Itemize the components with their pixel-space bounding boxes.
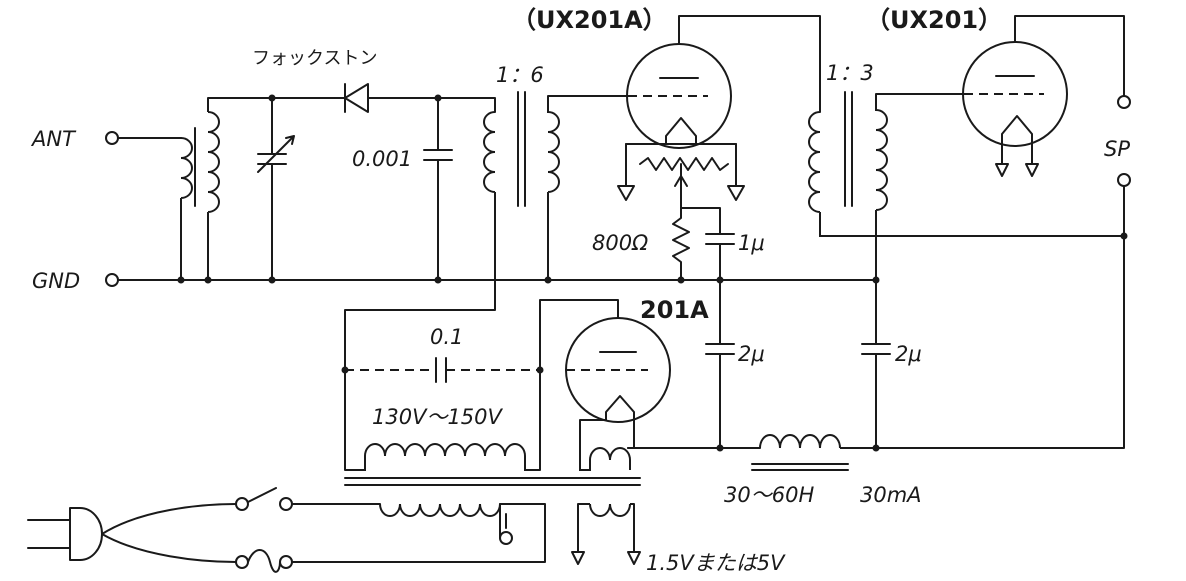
capacitor-01-label: 0.1 [430,325,463,349]
ground-terminal[interactable] [105,273,119,287]
power-switch[interactable] [235,487,293,511]
antenna-terminal[interactable] [105,131,119,145]
rectifier-tube-label: 201A [640,296,709,324]
capacitor-2u-a-label: 2μ [738,342,765,366]
tube1-type-label: （UX201A） [512,6,667,34]
capacitor-0001 [423,97,453,281]
ac-plug [27,503,237,563]
capacitor-1u-label: 1μ [738,231,765,255]
choke-inductance-label: 30〜60H [724,483,814,507]
capacitor-2u-a [705,279,735,449]
capacitor-01 [345,357,540,383]
tube-ux201a [626,15,821,149]
ground-label: GND [32,269,80,293]
capacitor-2u-b-label: 2μ [895,342,922,366]
fuse [235,549,293,573]
transformer-1-6 [483,91,560,280]
tube2-type-label: （UX201） [866,6,1002,34]
primary-tap-terminal[interactable] [499,531,513,545]
ground-bus [105,273,877,287]
transformer2-ratio-label: 1：3 [826,61,874,85]
speaker-terminal-bottom[interactable] [1117,173,1131,187]
high-voltage-label: 130V〜150V [372,405,504,429]
speaker-label: SP [1104,137,1130,161]
capacitor-1u [705,229,735,281]
tube-ux201 [962,15,1125,177]
detector-label: フォックストン [252,48,377,69]
speaker-terminal-top[interactable] [1117,95,1131,109]
power-transformer [289,443,641,565]
filament-rheostat [617,143,745,201]
resistor-800-label: 800Ω [592,231,648,255]
capacitor-2u-b [861,343,891,449]
antenna-coupling-coil [105,98,220,280]
filament-voltage-label: 1.5Vまたは5V [646,551,786,575]
current-label: 30mA [860,483,922,507]
tuning-variable-capacitor [257,97,295,281]
resistor-800 [672,195,721,281]
rectifier-tube-201a [539,299,671,471]
antenna-label: ANT [30,127,77,151]
choke-coil [627,434,876,471]
transformer-1-3 [808,91,1124,344]
detector-diode [334,83,439,113]
capacitor-0001-label: 0.001 [352,147,412,171]
transformer1-ratio-label: 1：6 [496,63,544,87]
